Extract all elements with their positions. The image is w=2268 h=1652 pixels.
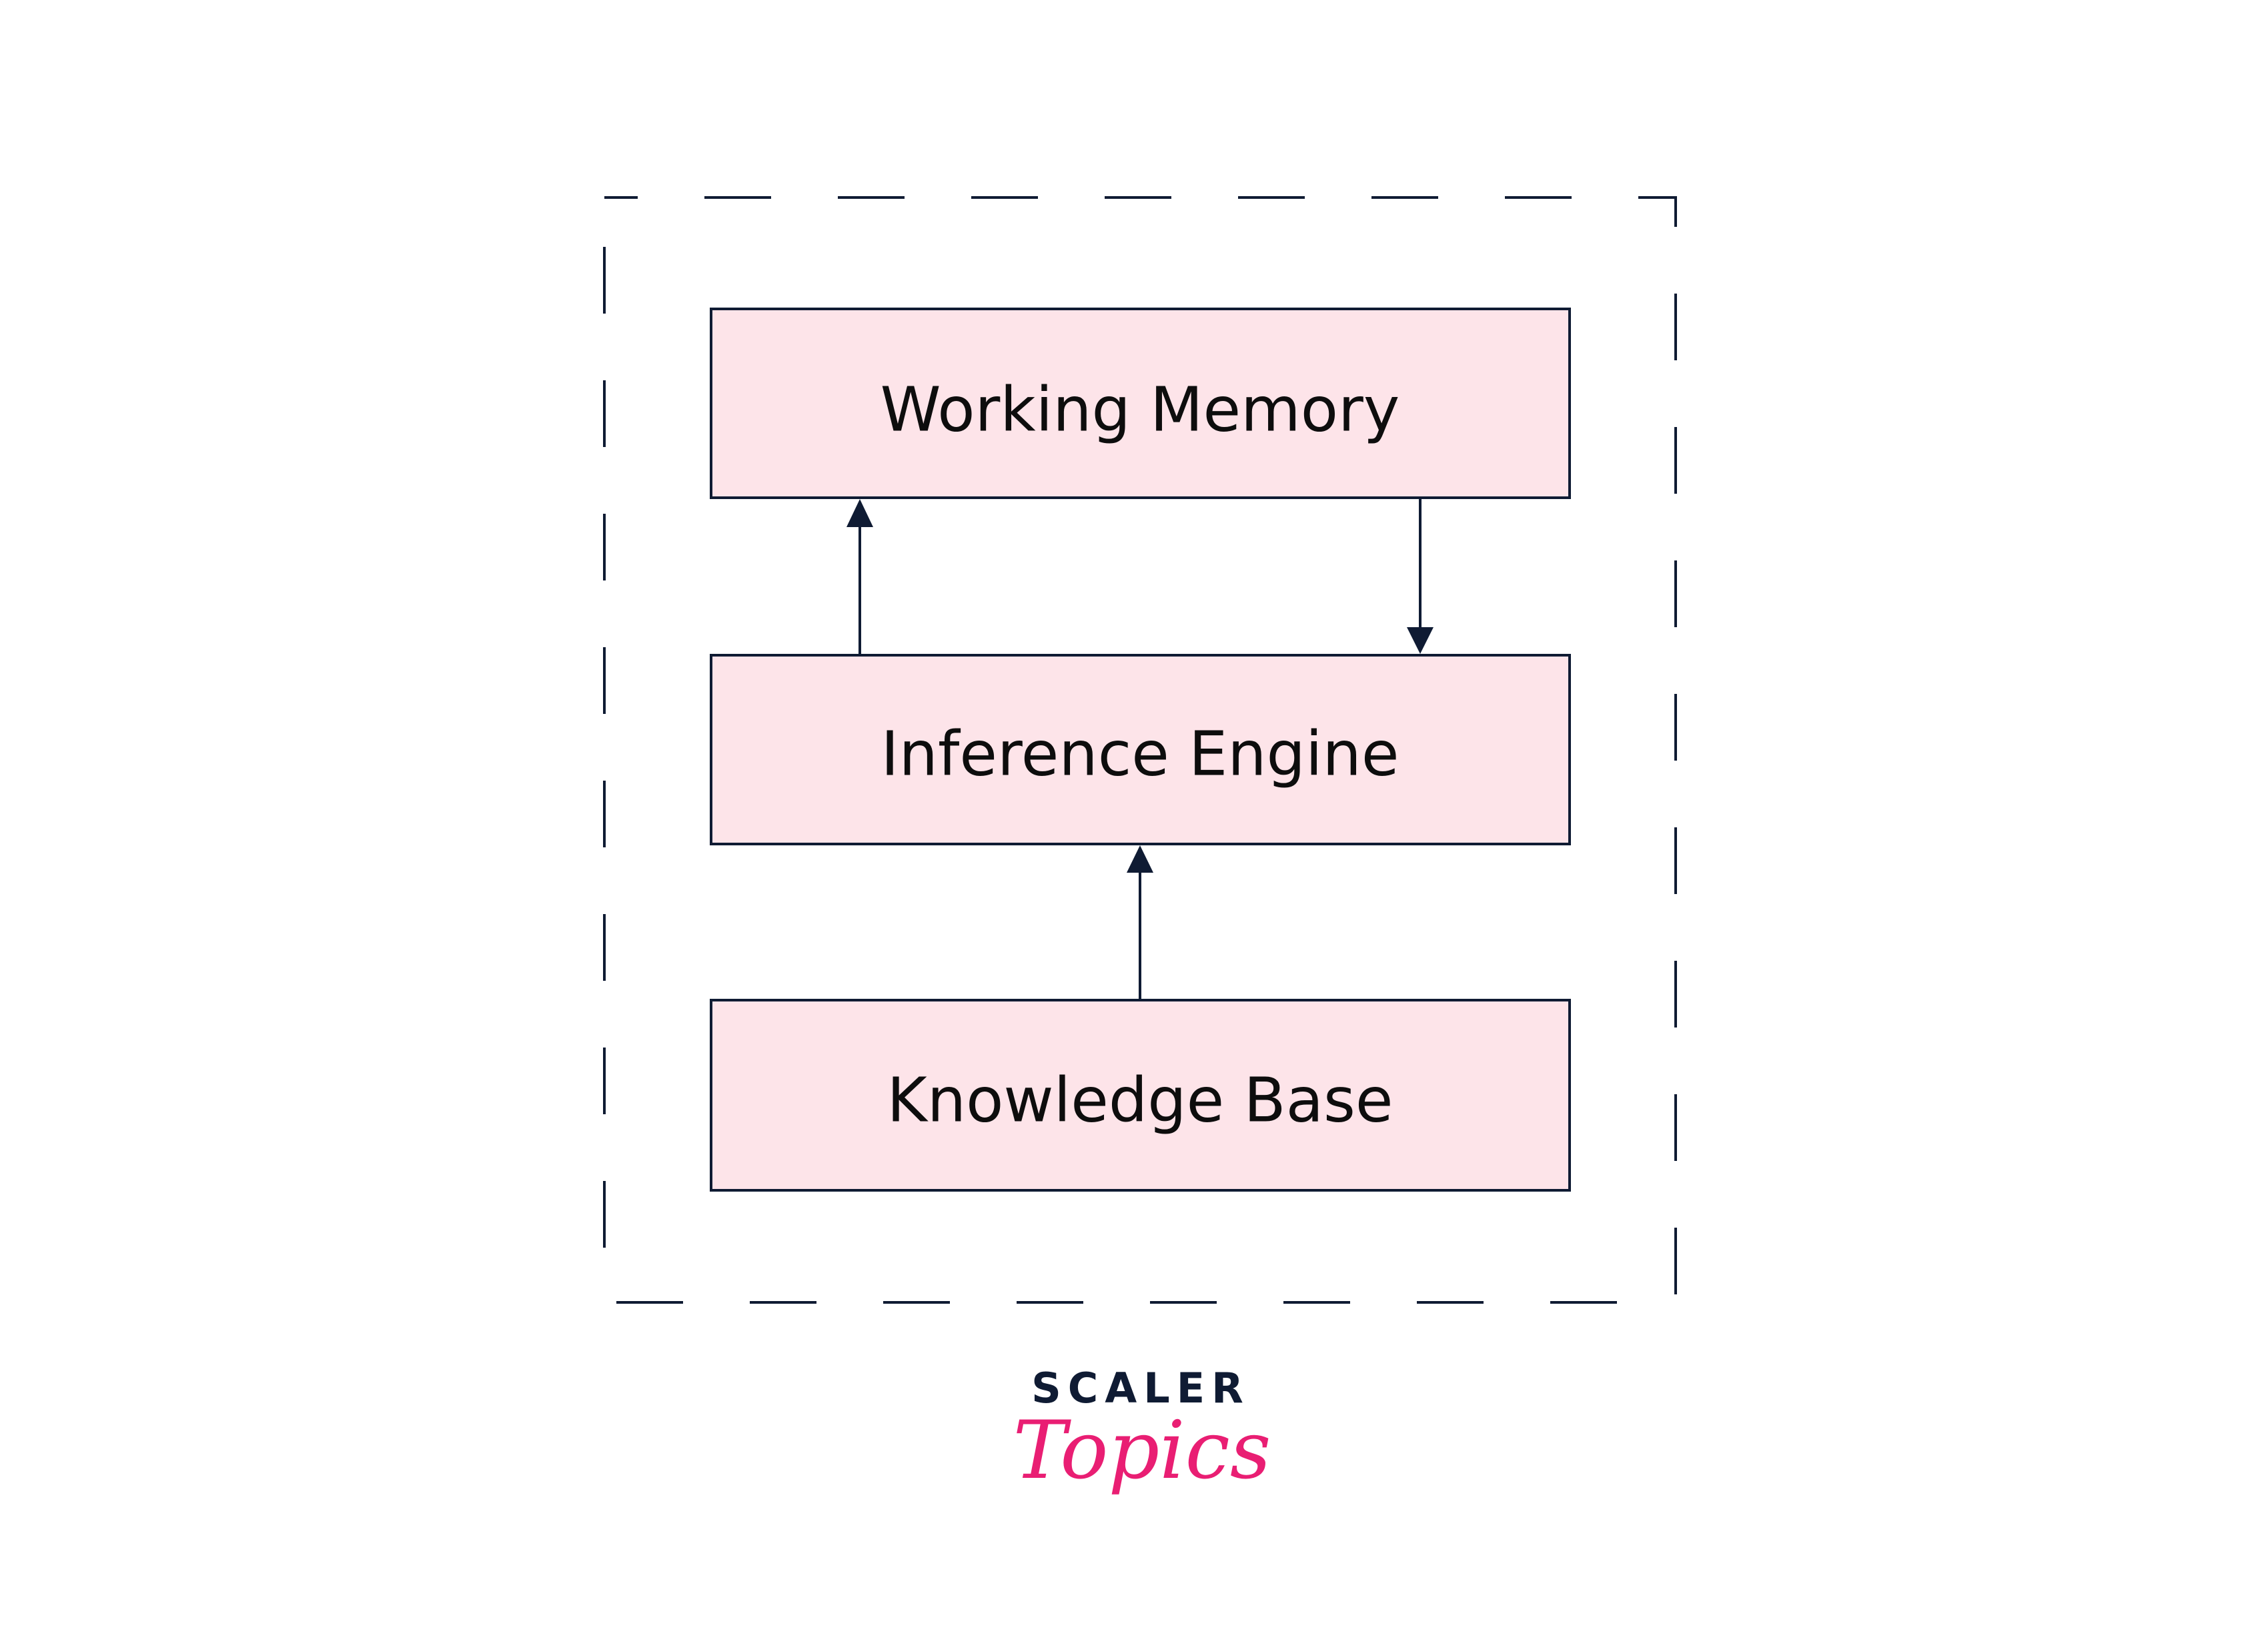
node-inference-engine: Inference Engine <box>710 654 1571 845</box>
node-working-memory: Working Memory <box>710 308 1571 499</box>
logo-scaler-text: SCALER <box>1031 1364 1250 1412</box>
scaler-topics-logo: SCALER Topics <box>1013 1364 1271 1497</box>
node-label: Inference Engine <box>881 718 1399 789</box>
node-label: Working Memory <box>881 374 1400 445</box>
node-label: Knowledge Base <box>887 1064 1393 1136</box>
edge-inference-to-memory <box>846 499 873 654</box>
edge-knowledge-to-inference <box>1127 845 1153 999</box>
edge-memory-to-inference <box>1407 499 1434 654</box>
system-boundary <box>603 196 1677 1304</box>
logo-topics-text: Topics <box>1013 1404 1271 1497</box>
node-knowledge-base: Knowledge Base <box>710 999 1571 1192</box>
